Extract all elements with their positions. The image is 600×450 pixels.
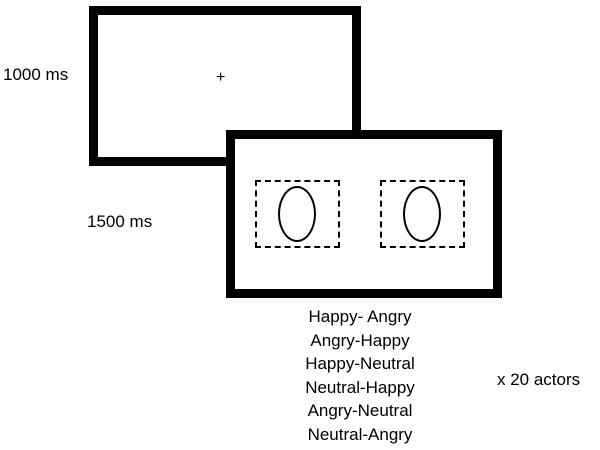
left-face-oval: [278, 186, 316, 242]
stimulus-screen: [226, 130, 502, 298]
fixation-cross: +: [216, 69, 226, 86]
fixation-screen: [89, 6, 361, 166]
repetition-label: x 20 actors: [497, 370, 581, 389]
left-face-placeholder: [255, 180, 340, 248]
fixation-duration-label: 1000 ms: [3, 65, 69, 84]
emotion-pair: Angry-Neutral: [307, 401, 413, 420]
emotion-pair: Angry-Happy: [310, 330, 410, 350]
emotion-pair: Neutral-Happy: [305, 377, 415, 397]
right-face-oval: [403, 186, 441, 242]
right-face-placeholder: [380, 180, 465, 248]
emotion-pair-list: Happy- Angry Angry-Happy Happy-Neutral N…: [290, 305, 430, 446]
emotion-pair: Neutral-Angry: [307, 424, 413, 444]
stimulus-duration-label: 1500 ms: [87, 212, 153, 231]
emotion-pair: Happy-Neutral: [305, 354, 415, 373]
emotion-pair: Happy- Angry: [308, 307, 412, 326]
